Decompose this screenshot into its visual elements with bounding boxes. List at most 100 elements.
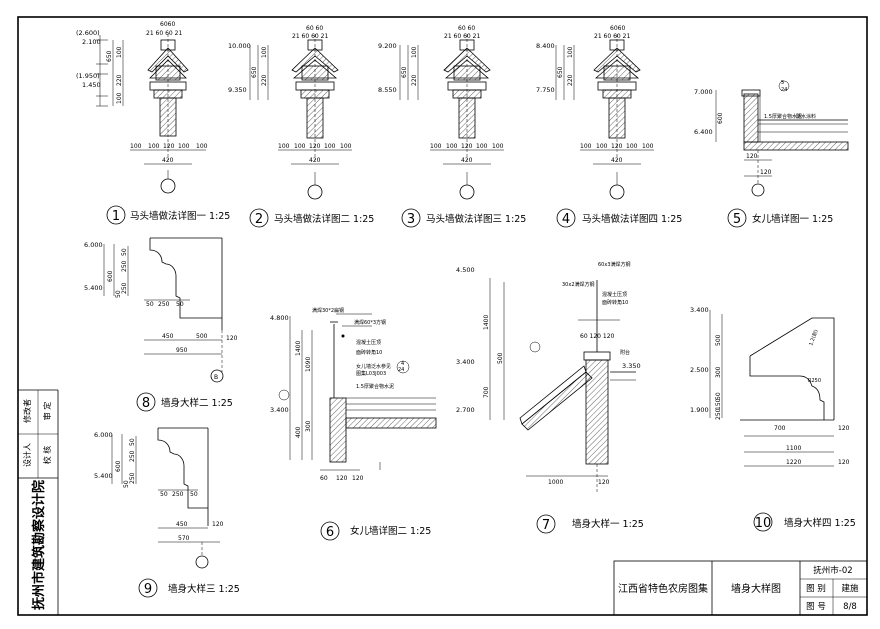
- sheet-border: [17, 16, 868, 616]
- d1-top: 6060: [160, 21, 175, 28]
- d1-level-3: (1.950): [76, 72, 100, 80]
- d6-dim-h2: 120: [336, 475, 348, 482]
- signoff-reviser: 修改者: [22, 399, 32, 423]
- d4-dim-v2: 100: [567, 46, 574, 58]
- d2-dim-h4: 100: [324, 143, 336, 150]
- d2-total: 420: [309, 157, 321, 164]
- d7-level-4: 3.350: [622, 362, 641, 370]
- d8-dim-h7: 120: [226, 335, 238, 342]
- d5-dim-h1: 120: [746, 153, 758, 160]
- d2-top2: 21 60 60 21: [292, 33, 328, 40]
- d7-title: 墙身大样一 1:25: [572, 518, 644, 530]
- d5-dim-v1: 600: [717, 112, 724, 124]
- d6-note-5: 女儿墙泛水参见: [356, 363, 391, 370]
- d10-dim-v2: 300: [715, 366, 722, 378]
- d8-dim-h2: 250: [158, 301, 170, 308]
- d3-title: 马头墙做法详图三 1:25: [426, 213, 526, 225]
- d8-dim-h1: 50: [146, 301, 154, 308]
- detail-1-caption: 1 马头墙做法详图一 1:25: [106, 205, 230, 225]
- d2-level-1: 10.000: [228, 42, 251, 50]
- d5-title: 女儿墙详图一 1:25: [752, 213, 833, 225]
- detail-8-labels: 6.000 5.400 600 250 250 50 50 50 250 50 …: [84, 241, 238, 381]
- d4-dim-h5: 100: [642, 143, 654, 150]
- d7-dim-v2: 500: [497, 352, 504, 364]
- d4-dim-h2: 100: [596, 143, 608, 150]
- d2-dim-v3: 220: [261, 74, 268, 86]
- d6-note-4: 面砖转角10: [356, 349, 382, 356]
- d8-dim-v3: 250: [121, 282, 128, 294]
- d8-dim-v2: 250: [121, 260, 128, 272]
- d9-dim-v3: 250: [129, 472, 136, 484]
- d1-number: 1: [112, 209, 120, 224]
- d1-dim-v4: 100: [116, 92, 123, 104]
- d2-dim-v2: 100: [261, 46, 268, 58]
- signoff-checker: 校 核: [42, 446, 52, 465]
- d2-title: 马头墙做法详图二 1:25: [274, 213, 374, 225]
- d1-total: 420: [162, 157, 174, 164]
- d3-total: 420: [461, 157, 473, 164]
- d4-number: 4: [562, 212, 570, 227]
- detail-1-horse-head-wall: [96, 34, 206, 194]
- d10-level-3: 1.900: [690, 406, 709, 414]
- d9-level-1: 6.000: [94, 431, 113, 439]
- d4-top: 6060: [610, 25, 625, 32]
- sheet-title: 墙身大样图: [731, 582, 781, 595]
- d8-dim-h4: 450: [162, 333, 174, 340]
- d10-dim-h2: 1100: [786, 445, 801, 452]
- d10-level-2: 2.500: [690, 366, 709, 374]
- d6-dim-v2: 1090: [305, 357, 312, 372]
- d6-note-7: 1.5厚聚合物水泥: [356, 383, 394, 390]
- d9-dim-v4: 50: [129, 438, 136, 446]
- detail-2-horse-head-wall: [249, 34, 352, 200]
- d5-note-1: 1.5厚聚合物水泥: [764, 113, 802, 120]
- d6-note-6: 图集L03J003: [356, 370, 386, 377]
- d5-ref2: 24: [781, 87, 787, 93]
- d10-note-2: R250: [808, 378, 821, 384]
- category-label: 图 别: [806, 584, 826, 594]
- d9-dim-h5: 570: [178, 535, 190, 542]
- d4-level-2: 7.750: [536, 86, 555, 94]
- d7-note-3: 混凝土压顶: [602, 291, 627, 298]
- d3-dim-v3: 220: [411, 74, 418, 86]
- d9-dim-v2: 250: [129, 450, 136, 462]
- d7-level-3: 2.700: [456, 406, 475, 414]
- d5-note-2: 防水涂料: [796, 113, 816, 120]
- d1-dim-h1: 100: [130, 143, 142, 150]
- d3-level-2: 8.550: [378, 86, 397, 94]
- d5-level-1: 7.000: [694, 88, 713, 96]
- d2-dim-v1: 650: [251, 66, 258, 78]
- d1-level-1: (2.600): [76, 29, 100, 37]
- d5-level-2: 6.400: [694, 128, 713, 136]
- detail-9-caption: 9 墙身大样三 1:25: [138, 578, 240, 598]
- d10-level-1: 3.400: [690, 306, 709, 314]
- detail-6-labels: 4.800 3.400 1400 1090 400 300 60 120 120…: [270, 307, 404, 482]
- d8-dim-v1: 600: [107, 270, 114, 282]
- d6-note-2: 满焊60*3方钢: [354, 319, 386, 326]
- d5-dim-h2: 120: [760, 169, 772, 176]
- d9-dim-h1: 50: [160, 491, 168, 498]
- d2-dim-h3: 120: [309, 143, 321, 150]
- d8-dim-h3: 50: [176, 301, 184, 308]
- detail-10-wall-detail: [709, 310, 835, 467]
- detail-10-caption: 10 墙身大样四 1:25: [753, 512, 856, 532]
- signoff-designer: 设计人: [22, 443, 32, 467]
- d9-dim-h4: 450: [176, 521, 188, 528]
- d2-dim-h1: 100: [278, 143, 290, 150]
- d1-dim-v1: 650: [106, 50, 113, 62]
- d7-level-2: 3.400: [456, 358, 475, 366]
- d9-dim-v1: 600: [115, 460, 122, 472]
- d8-level-1: 6.000: [84, 241, 103, 249]
- d8-dim-h5: 500: [196, 333, 208, 340]
- d1-title: 马头墙做法详图一 1:25: [130, 210, 230, 222]
- detail-1-labels: (2.600) 2.100 (1.950) 1.450 650 100 220 …: [76, 21, 208, 164]
- d4-dim-v3: 220: [567, 74, 574, 86]
- d10-dim-v5: 250: [715, 408, 722, 420]
- d4-dim-h1: 100: [580, 143, 592, 150]
- signoff-approver: 审 定: [42, 402, 52, 421]
- d10-dim-h4: 120: [838, 425, 850, 432]
- d4-level-1: 8.400: [536, 42, 555, 50]
- detail-7-labels: 4.500 3.400 2.700 3.350 1400 500 700 100…: [456, 261, 641, 486]
- d4-dim-h4: 100: [626, 143, 638, 150]
- d7-level-1: 4.500: [456, 266, 475, 274]
- d10-dim-h5: 120: [838, 459, 850, 466]
